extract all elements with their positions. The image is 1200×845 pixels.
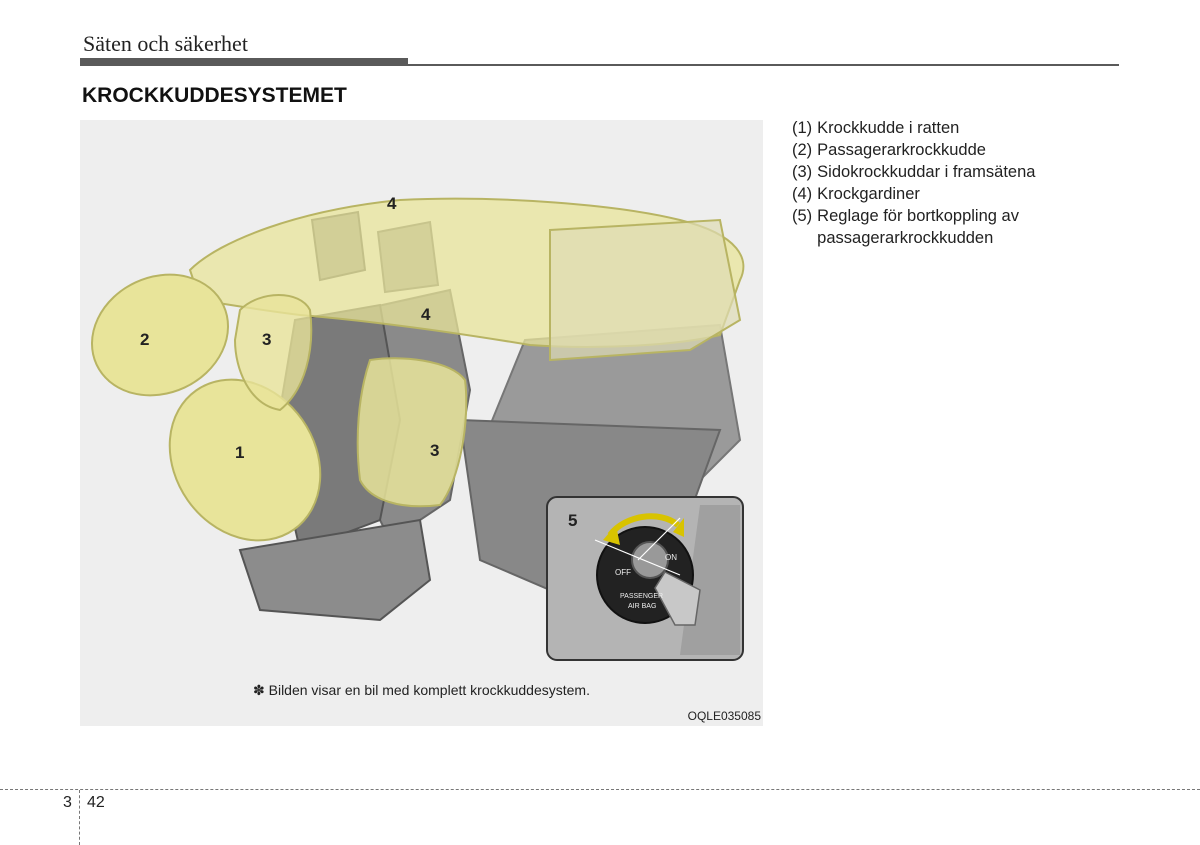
legend-num: (3) bbox=[792, 163, 813, 181]
guide-line-1 bbox=[594, 539, 681, 576]
page-heading: KROCKKUDDESYSTEMET bbox=[82, 84, 347, 107]
callout-1: 1 bbox=[235, 443, 245, 462]
legend-num: (4) bbox=[792, 185, 813, 203]
callout-4-top: 4 bbox=[387, 194, 397, 213]
arrow-head-left-icon bbox=[603, 525, 620, 545]
arrow-head-right-icon bbox=[673, 518, 684, 537]
side-airbag-driver bbox=[233, 294, 313, 412]
switch-key bbox=[654, 571, 701, 626]
callout-4-mid: 4 bbox=[421, 305, 431, 324]
side-airbag-passenger bbox=[356, 357, 468, 508]
driver-seat-base bbox=[238, 518, 432, 622]
legend-text: Krockgardiner bbox=[817, 185, 920, 203]
header-rule-thin bbox=[408, 64, 1119, 66]
chapter-number: 3 bbox=[63, 794, 72, 811]
page-number: 42 bbox=[87, 794, 105, 811]
guide-line-2 bbox=[637, 517, 681, 561]
legend-num: (1) bbox=[792, 119, 813, 137]
legend-item: (3)Sidokrockkuddar i framsätena bbox=[792, 161, 1122, 183]
callout-3-driver: 3 bbox=[262, 330, 272, 349]
legend-item: (1)Krockkudde i ratten bbox=[792, 117, 1122, 139]
legend-item: (2)Passagerarkrockkudde bbox=[792, 139, 1122, 161]
footer-divider bbox=[0, 789, 1200, 790]
figure-caption: ✽ Bilden visar en bil med komplett krock… bbox=[253, 682, 590, 698]
legend-item: (4)Krockgardiner bbox=[792, 183, 1122, 205]
callout-3-passenger: 3 bbox=[430, 441, 440, 460]
legend-num: (5) bbox=[792, 207, 813, 225]
passenger-airbag bbox=[90, 273, 230, 397]
legend-text: Reglage för bortkoppling av passagerarkr… bbox=[817, 207, 1019, 247]
steering-wheel-airbag bbox=[168, 378, 322, 542]
switch-label-line2: AIR BAG bbox=[628, 603, 656, 610]
legend-text: Krockkudde i ratten bbox=[817, 119, 960, 137]
legend-item: (5)Reglage för bortkoppling av passagera… bbox=[792, 205, 1122, 249]
header-rule-thick bbox=[80, 58, 408, 66]
callout-2: 2 bbox=[140, 330, 150, 349]
footer-vertical-divider bbox=[79, 790, 80, 845]
section-title: Säten och säkerhet bbox=[83, 31, 248, 56]
airbag-legend: (1)Krockkudde i ratten (2)Passagerarkroc… bbox=[792, 117, 1122, 249]
legend-text: Passagerarkrockkudde bbox=[817, 141, 986, 159]
airbag-illustration: OFF ON PASSENGER AIR BAG bbox=[90, 197, 745, 661]
switch-label-line1: PASSENGER bbox=[620, 593, 663, 600]
figure-code: OQLE035085 bbox=[687, 709, 761, 723]
legend-num: (2) bbox=[792, 141, 813, 159]
switch-on-label: ON bbox=[665, 553, 677, 562]
switch-off-label: OFF bbox=[615, 568, 631, 577]
legend-text: Sidokrockkuddar i framsätena bbox=[817, 163, 1036, 181]
curtain-airbag-rear bbox=[549, 218, 742, 362]
airbag-system-figure: OFF ON PASSENGER AIR BAG 1 2 3 3 4 4 5 ✽… bbox=[80, 120, 763, 726]
switch-core bbox=[631, 541, 669, 579]
callout-5: 5 bbox=[568, 511, 578, 530]
